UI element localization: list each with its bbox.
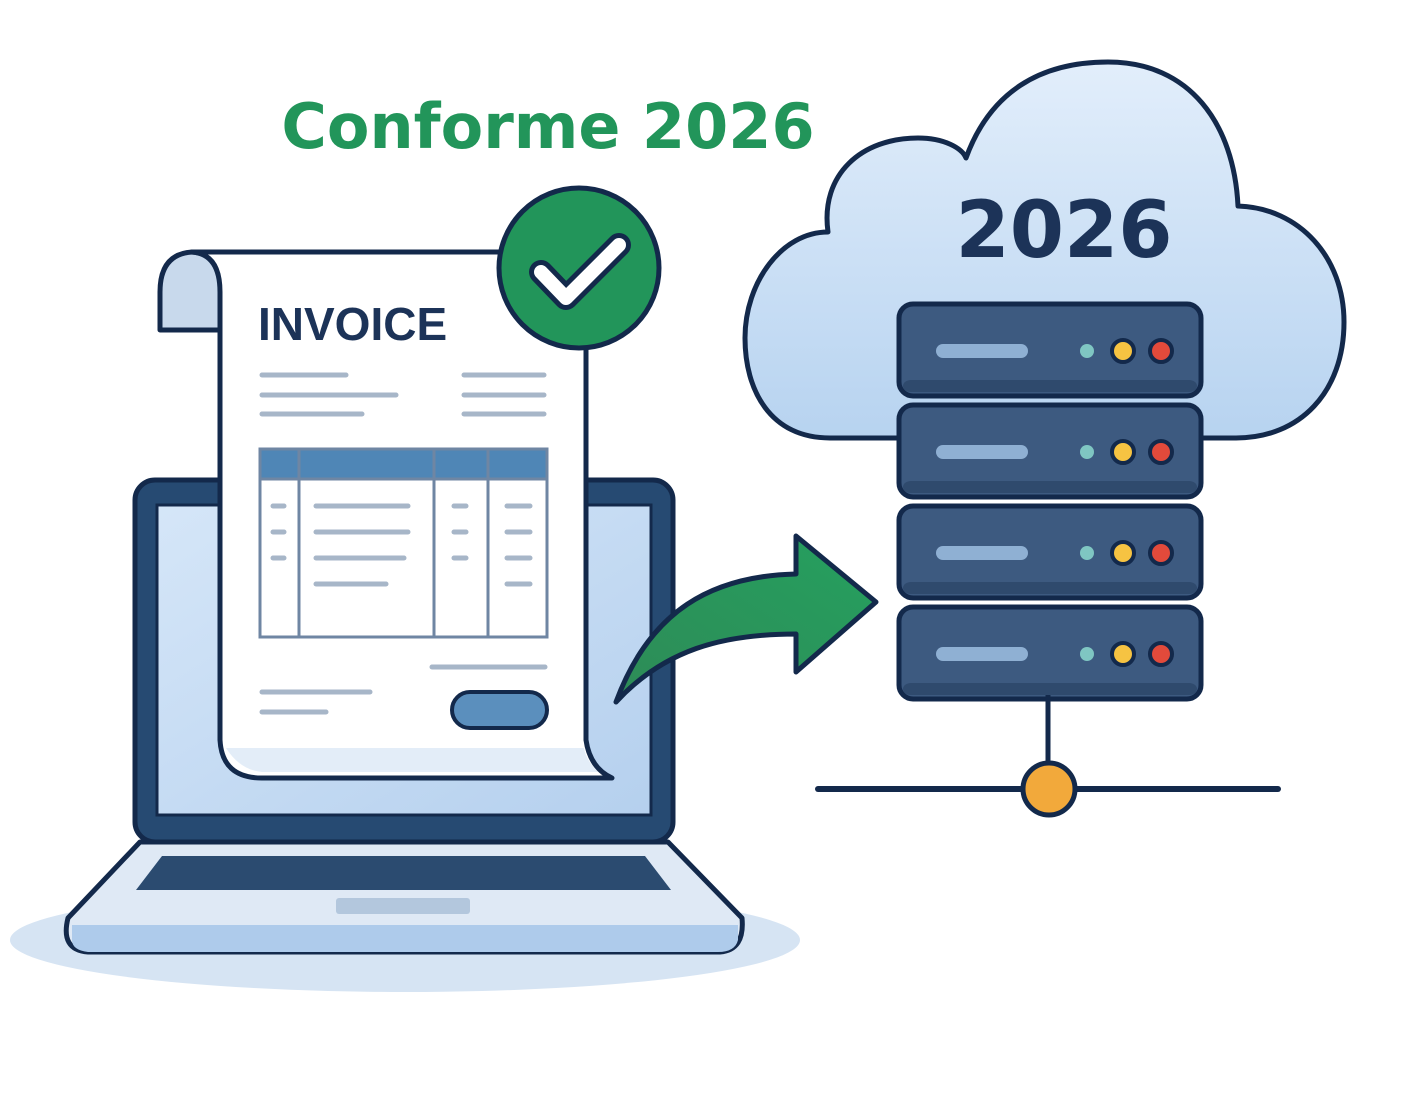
invoice-action-button (450, 690, 549, 730)
invoice-document: INVOICE (157, 249, 615, 781)
status-led-icon (1148, 641, 1174, 667)
status-led-icon (1148, 439, 1174, 465)
server-rack-icon (896, 301, 1204, 702)
network-connector (815, 695, 1281, 818)
server-unit (896, 402, 1204, 500)
headline: Conforme 2026 (281, 90, 814, 163)
status-led-icon (1080, 344, 1094, 358)
status-led-icon (1080, 647, 1094, 661)
cloud-year-label: 2026 (955, 186, 1172, 276)
server-slot (936, 647, 1028, 661)
server-slot (936, 546, 1028, 560)
server-unit (896, 604, 1204, 702)
checkmark-icon (496, 185, 662, 351)
network-node-icon (1020, 760, 1078, 818)
upload-arrow-icon (613, 533, 879, 705)
status-led-icon (1080, 445, 1094, 459)
status-led-icon (1148, 540, 1174, 566)
status-led-icon (1148, 338, 1174, 364)
status-led-icon (1110, 338, 1136, 364)
invoice-title: INVOICE (258, 298, 447, 350)
status-led-icon (1110, 540, 1136, 566)
status-led-icon (1110, 439, 1136, 465)
status-led-icon (1110, 641, 1136, 667)
server-slot (936, 445, 1028, 459)
status-led-icon (1080, 546, 1094, 560)
server-slot (936, 344, 1028, 358)
server-unit (896, 301, 1204, 399)
server-unit (896, 503, 1204, 601)
